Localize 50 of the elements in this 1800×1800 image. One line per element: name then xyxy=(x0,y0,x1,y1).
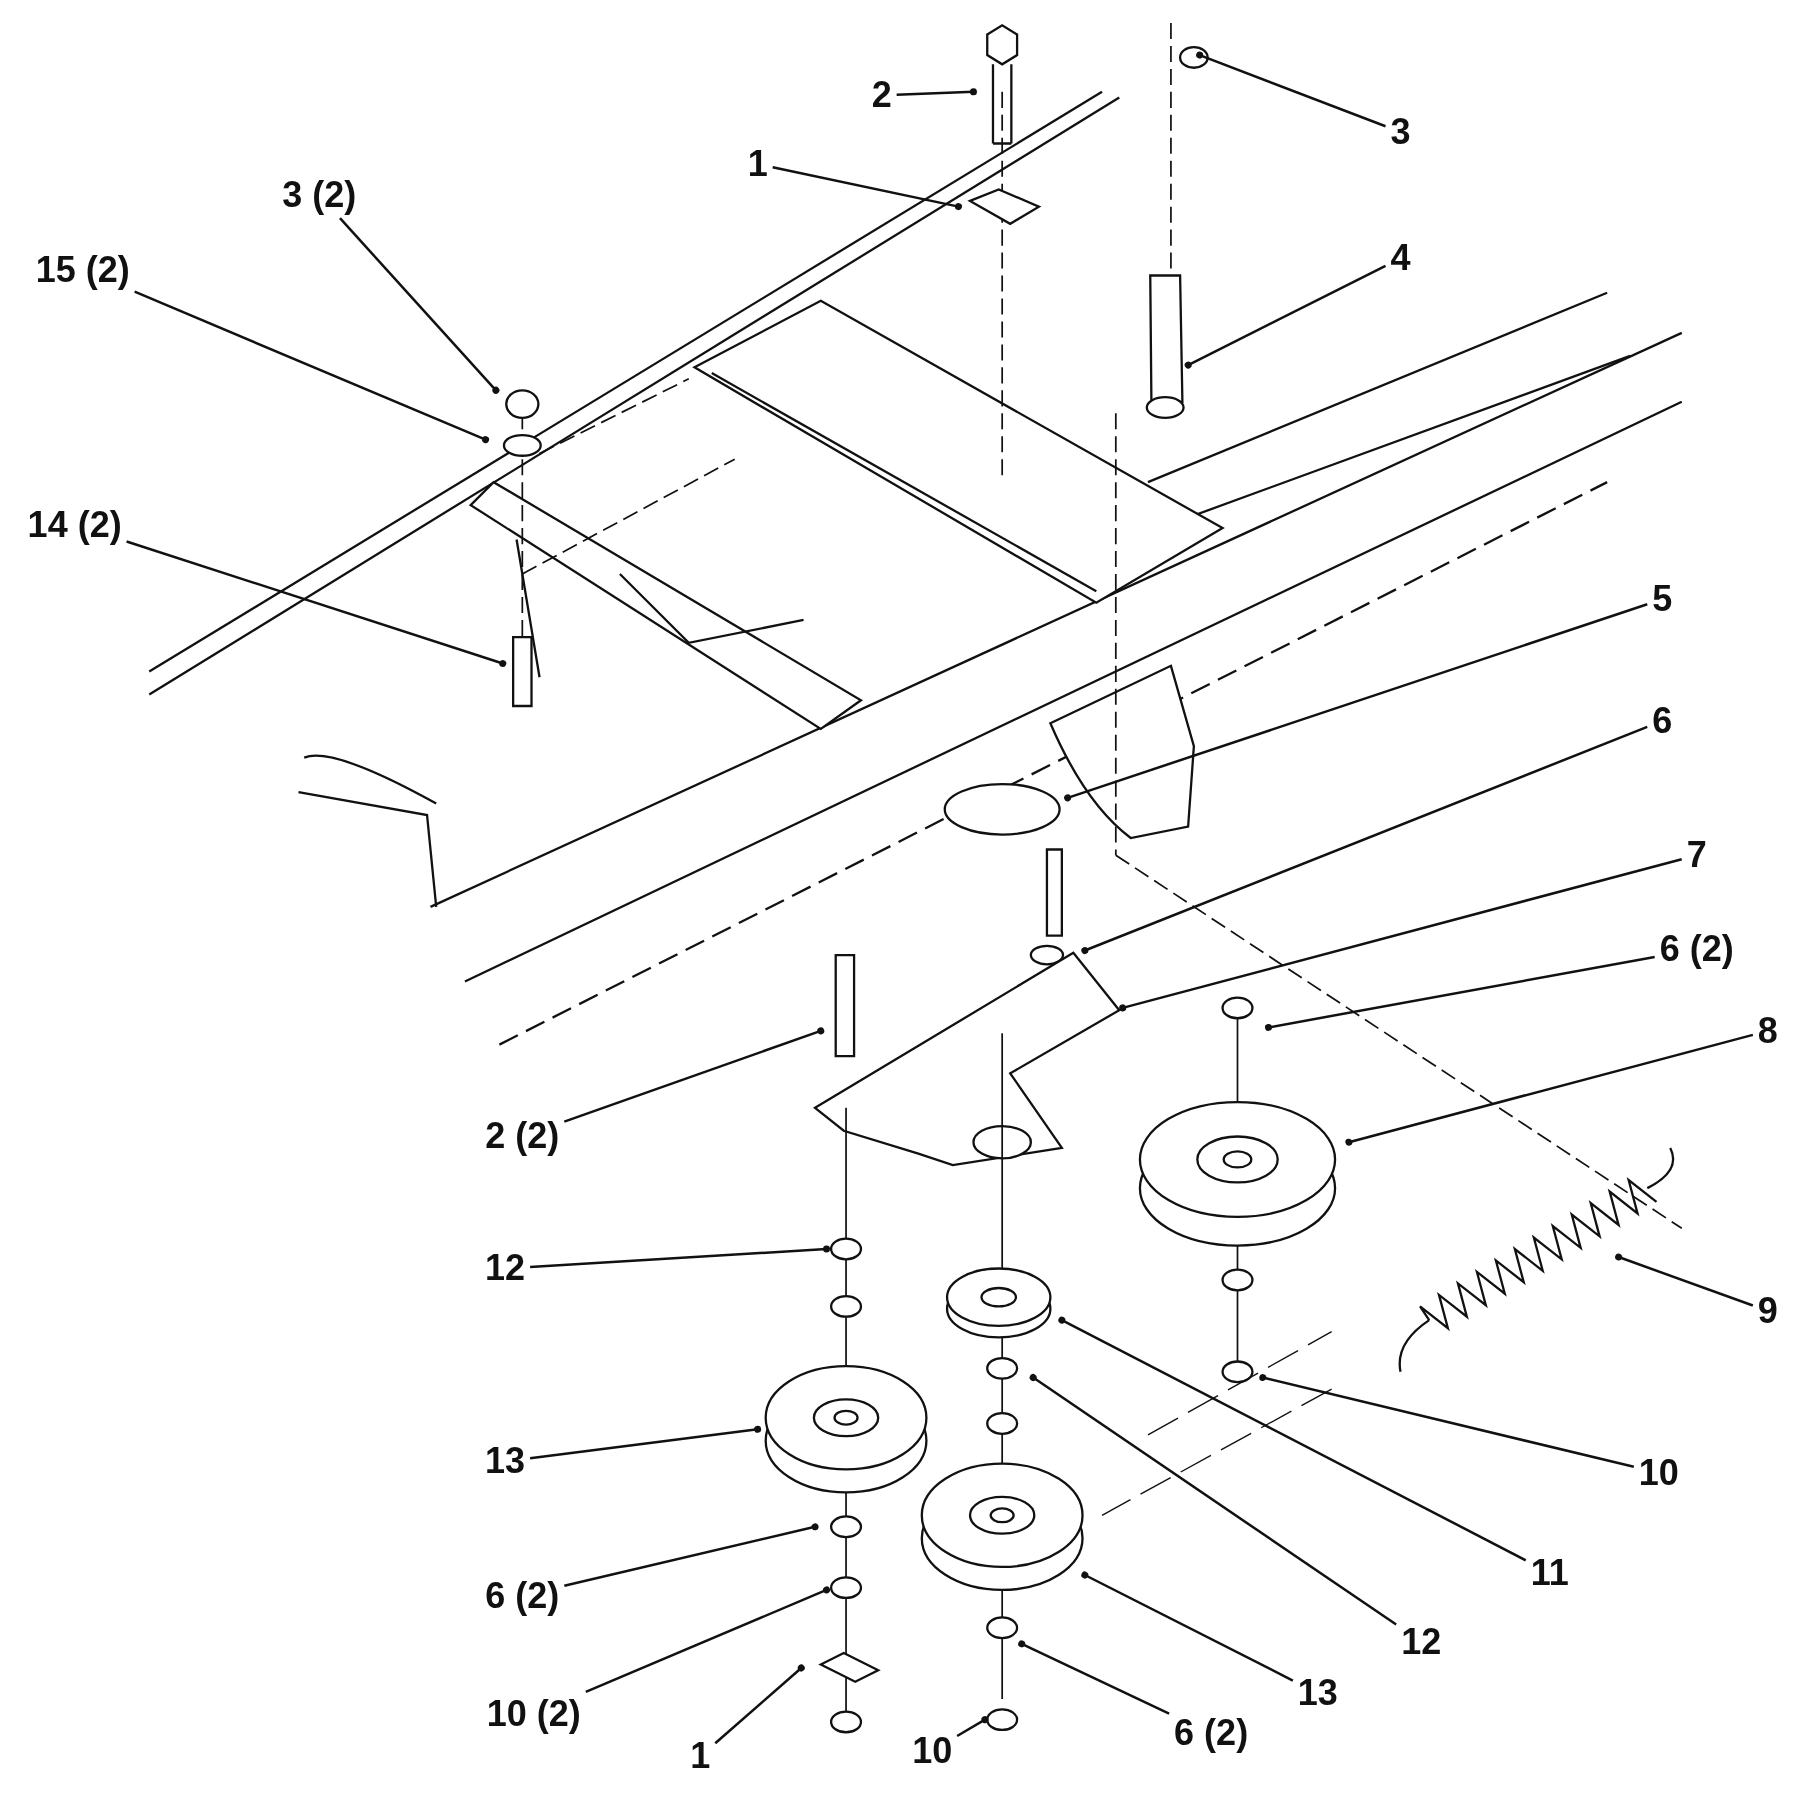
callout-number: 15 (2) xyxy=(33,249,132,290)
leader-line xyxy=(1615,1253,1754,1307)
leader-line xyxy=(564,1523,819,1587)
callout-number: 13 xyxy=(1295,1673,1340,1714)
callout-number: 9 xyxy=(1755,1290,1780,1331)
leader-line xyxy=(1184,264,1387,369)
callout-number: 6 xyxy=(1650,700,1675,741)
leader-line xyxy=(1058,1316,1527,1562)
callout-number: 13 xyxy=(483,1441,528,1482)
leader-line xyxy=(1119,858,1682,1012)
leader-line xyxy=(896,88,977,96)
callout-number: 10 (2) xyxy=(484,1693,583,1734)
callout-number: 10 xyxy=(910,1730,955,1771)
callout-number: 6 (2) xyxy=(483,1575,562,1616)
leader-line xyxy=(1265,955,1655,1031)
callout-number: 3 (2) xyxy=(280,175,359,216)
callout-number: 11 xyxy=(1528,1552,1571,1593)
leader-line xyxy=(1081,725,1648,954)
callout-number: 8 xyxy=(1755,1010,1780,1051)
leader-line xyxy=(585,1586,831,1694)
leader-line xyxy=(1081,1571,1294,1682)
leader-line xyxy=(772,166,963,211)
callout-number: 6 (2) xyxy=(1172,1713,1251,1754)
callout-number: 2 xyxy=(869,75,894,116)
leader-line xyxy=(530,1245,830,1269)
callout-number: 1 xyxy=(688,1736,713,1777)
leader-line xyxy=(339,217,500,394)
callout-number: 5 xyxy=(1650,579,1675,620)
callout-number: 14 (2) xyxy=(25,504,124,545)
callout-number: 7 xyxy=(1684,835,1709,876)
leader-line xyxy=(956,1716,989,1738)
callout-number: 12 xyxy=(483,1248,528,1289)
callout-number: 3 xyxy=(1388,112,1413,152)
callout-number: 2 (2) xyxy=(483,1116,562,1157)
leader-line xyxy=(134,290,490,444)
leader-line xyxy=(529,1425,762,1460)
callout-number: 6 (2) xyxy=(1657,929,1736,970)
leader-line xyxy=(1345,1033,1754,1146)
leader-line xyxy=(714,1664,805,1745)
leader-line xyxy=(1018,1640,1170,1715)
leader-line xyxy=(563,1027,825,1123)
callout-number: 1 xyxy=(745,144,770,185)
callout-number: 10 xyxy=(1636,1452,1681,1493)
leader-line xyxy=(1064,603,1648,802)
leader-line xyxy=(126,540,507,667)
callout-number: 12 xyxy=(1399,1621,1444,1662)
leader-line xyxy=(1029,1374,1397,1626)
callout-number: 4 xyxy=(1388,238,1413,279)
leader-line xyxy=(1259,1374,1635,1469)
leader-line xyxy=(1196,51,1386,128)
